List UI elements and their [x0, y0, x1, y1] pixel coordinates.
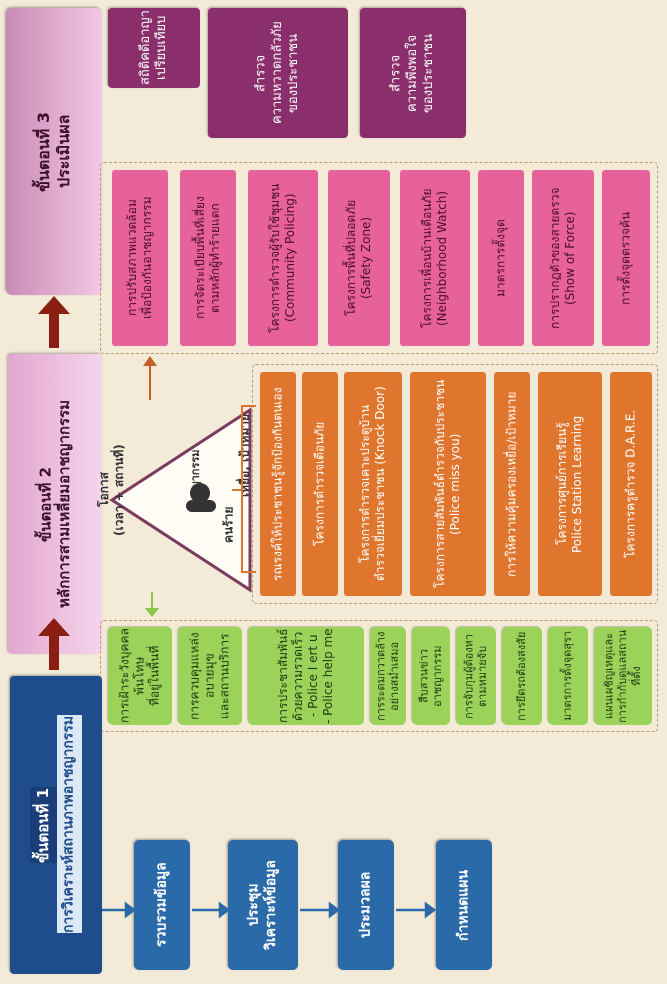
orange-box-7-label: โครงการครูตำรวจ D.A.R.E. [623, 409, 638, 559]
step3-box-statistics: สถิติคดีอาญา เปรียบเทียบ [108, 8, 200, 88]
orange-box-7: โครงการครูตำรวจ D.A.R.E. [610, 372, 652, 596]
step3-box-fear-survey-label: สำรวจ ความหวาดกลัวภัย ของประชาชน [253, 21, 302, 125]
green-box-4-label: การระดมกวาดล้างอย่างสม่ำเสมอ [374, 631, 401, 721]
step3-box-fear-survey: สำรวจ ความหวาดกลัวภัย ของประชาชน [208, 8, 348, 138]
step2-title: ขั้นตอนที่ 2 [36, 466, 55, 542]
pink-box-7-label: การปรากฏตัวของสายตรวจ (Show of Force) [548, 187, 577, 329]
orange-box-6-label: โครงการศูนย์การเรียนรู้ Police Station L… [555, 415, 584, 553]
pink-box-8: การตั้งจุดตรวจค้น [602, 170, 650, 346]
step3-box-satisfaction-survey-label: สำรวจ ความพึงพอใจ ของประชาชน [388, 33, 437, 113]
green-box-5: สืบสวนข่าวอาชญากรรม [412, 627, 450, 725]
orange-box-2-label: โครงการตำรวจเตือนภัย [312, 421, 327, 547]
green-box-8-label: มาตรการตั้งจุดสุรา [561, 630, 575, 722]
pink-box-4-label: โครงการพื้นที่ปลอดภัย (Safety Zone) [344, 199, 373, 317]
orange-bracket [232, 405, 256, 573]
step1-subtitle: การวิเคราะห์สถานภาพอาชญากรรม [56, 715, 83, 933]
pink-box-2-label: การจัดระเบียบพื้นที่เสี่ยง ตามหลักผู้ทำร… [193, 196, 222, 320]
step3-box-satisfaction-survey: สำรวจ ความพึงพอใจ ของประชาชน [360, 8, 466, 138]
pink-box-3: โครงการตำรวจผู้รับใช้ชุมชน (Community Po… [248, 170, 318, 346]
green-box-8: มาตรการตั้งจุดสุรา [548, 627, 588, 725]
offender-icon [186, 483, 216, 512]
step3-subtitle: ประเมินผล [54, 114, 73, 189]
arrow-step1-to-step2 [38, 618, 70, 670]
green-box-6-label: การจับกุมผู้ต้องหาตามหมายจับ [462, 633, 489, 719]
triangle-label-opportunity: โอกาส (เวลา + สถานที่) [97, 444, 126, 536]
orange-box-2: โครงการตำรวจเตือนภัย [302, 372, 338, 596]
orange-box-3: โครงการตำรวจเคาะประตูบ้าน ตำรวจเยี่ยมประ… [344, 372, 402, 596]
orange-box-1: รณรงค์ให้ประชาชนรู้จักป้องกันตนเอง [260, 372, 296, 596]
green-box-7-label: การยึดรถต้องสงสัย [515, 631, 529, 721]
pink-box-3-label: โครงการตำรวจผู้รับใช้ชุมชน (Community Po… [268, 183, 297, 333]
arrow-triangle-to-green [145, 592, 159, 617]
green-box-6: การจับกุมผู้ต้องหาตามหมายจับ [456, 627, 496, 725]
orange-box-4-label: โครงการสายสัมพันธ์ตำรวจกับประชาชน (Polic… [433, 379, 462, 589]
pink-group [100, 162, 658, 354]
green-box-7: การยึดรถต้องสงสัย [502, 627, 542, 725]
triangle-label-crime: อาชญากรรม [189, 449, 203, 511]
pink-box-1-label: การปรับสภาพแวดล้อม เพื่อป้องกันอาชญากรรม [125, 196, 154, 320]
pink-box-5: โครงการเพื่อนบ้านเตือนภัย (Neighborhood … [400, 170, 470, 346]
step1-title: ขั้นตอนที่ 1 [29, 787, 57, 863]
pink-box-6: มาตรการตั้งจุด [478, 170, 524, 346]
pink-box-5-label: โครงการเพื่อนบ้านเตือนภัย (Neighborhood … [420, 188, 449, 328]
orange-box-6: โครงการศูนย์การเรียนรู้ Police Station L… [538, 372, 602, 596]
green-box-3-label: การประชาสัมพันธ์ด้วยความรวดเร็ว - Police… [276, 628, 335, 724]
green-box-1-label: การเฝ้าระวังบุคคลพ้นโทษ ที่อยู่ในพื้นที่ [117, 628, 162, 724]
green-box-1: การเฝ้าระวังบุคคลพ้นโทษ ที่อยู่ในพื้นที่ [108, 627, 172, 725]
green-box-9-label: แผนเผชิญเหตุและ การกำกับดูแลสถานที่ตั้ง [602, 629, 643, 723]
step3-header: ขั้นตอนที่ 3 ประเมินผล [6, 8, 102, 295]
green-box-3: การประชาสัมพันธ์ด้วยความรวดเร็ว - Police… [248, 627, 364, 725]
arrow-step2-to-step3 [38, 296, 70, 348]
orange-box-5-label: การให้ความคุ้มครองเหยื่อ/เป้าหมาย [504, 391, 519, 577]
orange-box-1-label: รณรงค์ให้ประชาชนรู้จักป้องกันตนเอง [270, 387, 285, 581]
crime-triangle [109, 407, 252, 593]
orange-box-5: การให้ความคุ้มครองเหยื่อ/เป้าหมาย [494, 372, 530, 596]
green-box-2-label: การควบคุมแหล่งอบายมุข และสถานบริการ [187, 632, 232, 720]
step3-box-statistics-label: สถิติคดีอาญา เปรียบเทียบ [137, 10, 169, 86]
green-box-2: การควบคุมแหล่งอบายมุข และสถานบริการ [178, 627, 242, 725]
orange-group [252, 364, 658, 604]
arrow-triangle-to-pink [143, 356, 157, 400]
flow-box-plan-label: กำหนดแผน [455, 869, 472, 941]
green-box-4: การระดมกวาดล้างอย่างสม่ำเสมอ [370, 627, 406, 725]
step1-header: ขั้นตอนที่ 1 การวิเคราะห์สถานภาพอาชญากรร… [10, 676, 102, 974]
orange-box-3-label: โครงการตำรวจเคาะประตูบ้าน ตำรวจเยี่ยมประ… [358, 386, 387, 582]
pink-box-8-label: การตั้งจุดตรวจค้น [618, 211, 633, 305]
flow-arrows [102, 901, 437, 919]
pink-box-6-label: มาตรการตั้งจุด [493, 219, 508, 297]
pink-box-1: การปรับสภาพแวดล้อม เพื่อป้องกันอาชญากรรม [112, 170, 168, 346]
step3-title: ขั้นตอนที่ 3 [34, 111, 53, 192]
step2-subtitle: หลักการสามเหลี่ยมอาชญากรรม [55, 400, 73, 608]
green-box-5-label: สืบสวนข่าวอาชญากรรม [417, 645, 444, 707]
pink-box-2: การจัดระเบียบพื้นที่เสี่ยง ตามหลักผู้ทำร… [180, 170, 236, 346]
flow-box-plan: กำหนดแผน [436, 840, 492, 970]
pink-box-7: การปรากฏตัวของสายตรวจ (Show of Force) [532, 170, 594, 346]
green-box-9: แผนเผชิญเหตุและ การกำกับดูแลสถานที่ตั้ง [594, 627, 652, 725]
orange-box-4: โครงการสายสัมพันธ์ตำรวจกับประชาชน (Polic… [410, 372, 486, 596]
pink-box-4: โครงการพื้นที่ปลอดภัย (Safety Zone) [328, 170, 390, 346]
